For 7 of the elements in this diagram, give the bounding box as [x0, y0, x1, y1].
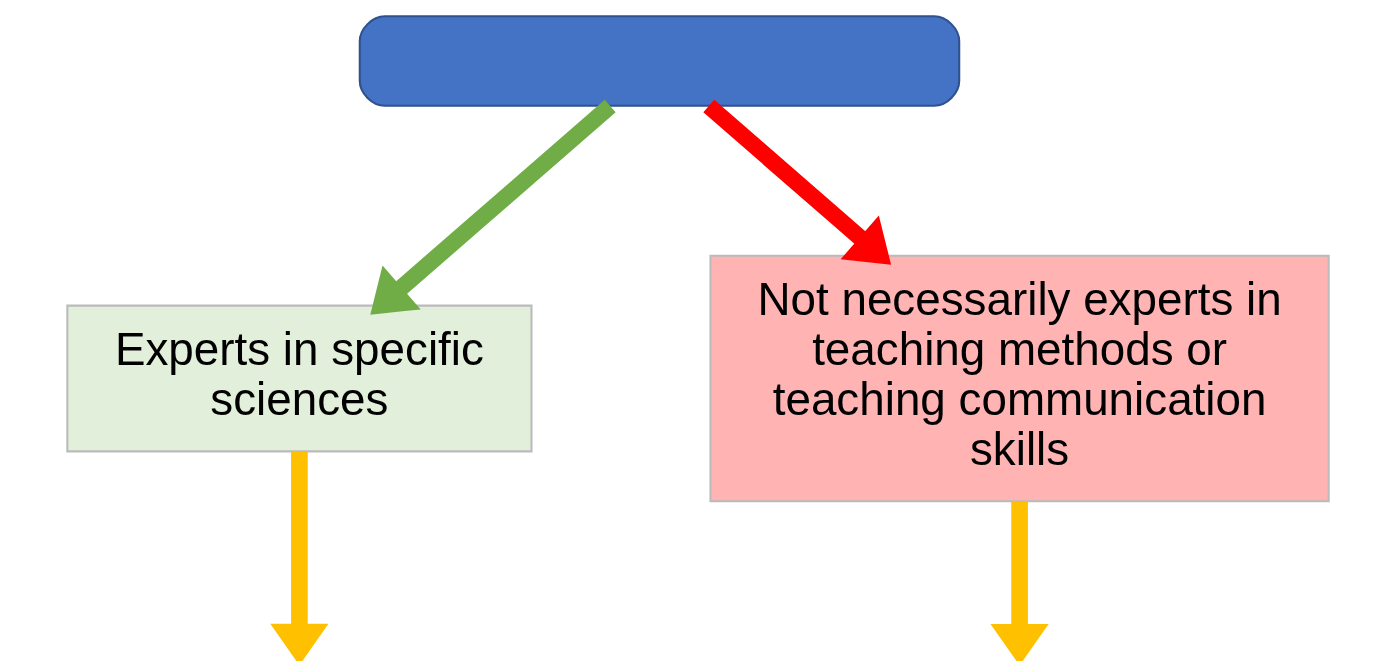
- arrow: [990, 501, 1049, 661]
- node-box: Not necessarily experts in teaching methods or teaching communication skills: [709, 254, 1330, 503]
- arrow: [370, 99, 616, 315]
- node-box: Experts in specific sciences: [66, 304, 533, 453]
- arrow: [703, 99, 892, 265]
- node-box: [358, 15, 961, 107]
- arrow: [270, 451, 329, 661]
